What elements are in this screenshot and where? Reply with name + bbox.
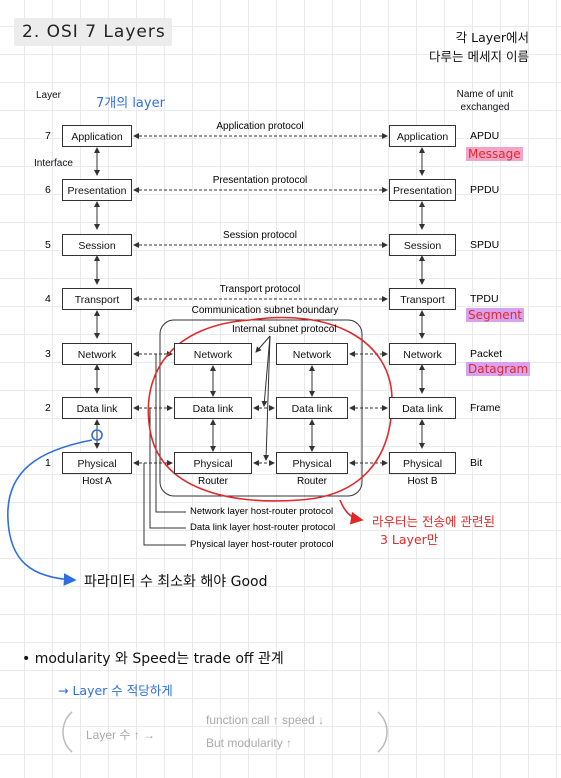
router-2-data-link: Data link — [276, 397, 348, 419]
layer-number: 6 — [45, 184, 51, 196]
unit-bit: Bit — [470, 457, 483, 469]
legend-physical-host-router: Physical layer host-router protocol — [190, 539, 334, 550]
host-a-session: Session — [62, 234, 132, 256]
bullet-tradeoff: • modularity 와 Speed는 trade off 관계 — [22, 651, 284, 667]
layer-number: 4 — [45, 293, 51, 305]
internal-subnet-protocol-label: Internal subnet protocol — [232, 324, 337, 335]
layer-number: 5 — [45, 239, 51, 251]
page-title: 2. OSI 7 Layers — [14, 18, 172, 46]
router-highlight-circle — [147, 316, 393, 502]
unit-spdu: SPDU — [470, 239, 500, 251]
subnet-boundary-label: Communication subnet boundary — [191, 305, 339, 316]
layer-number: 1 — [45, 457, 51, 469]
router-1-network: Network — [174, 343, 252, 365]
legend-network-host-router: Network layer host-router protocol — [190, 506, 334, 517]
unit-packet: Packet — [470, 348, 503, 360]
session-protocol-label: Session protocol — [223, 230, 297, 241]
layer-number: 3 — [45, 348, 51, 360]
note-segment: Segment — [466, 308, 524, 322]
host-a-network: Network — [62, 343, 132, 365]
host-b-label: Host B — [407, 476, 438, 487]
host-b-transport: Transport — [389, 288, 456, 310]
layer-header: Layer — [36, 90, 62, 101]
layer-number: 2 — [45, 402, 51, 414]
host-b-presentation: Presentation — [389, 179, 456, 201]
transport-protocol-label: Transport protocol — [219, 284, 301, 295]
bullet-dot: • — [22, 651, 31, 667]
router-2-physical: Physical — [276, 452, 348, 474]
unit-ppdu: PPDU — [470, 184, 500, 196]
host-b-network: Network — [389, 343, 456, 365]
note-message-name: 각 Layer에서 다루는 메세지 이름 — [429, 30, 529, 64]
unit-apdu: APDU — [470, 130, 500, 142]
interface-label: Interface — [34, 158, 73, 169]
router-1-physical: Physical — [174, 452, 252, 474]
note-layer-count: → Layer 수 적당하게 — [58, 683, 173, 698]
host-b-application: Application — [389, 125, 456, 147]
note-7-layers: 7개의 layer — [96, 96, 165, 111]
router-1-data-link: Data link — [174, 397, 252, 419]
router-2-label: Router — [296, 476, 327, 487]
application-protocol-label: Application protocol — [216, 121, 304, 132]
router-1-label: Router — [197, 476, 228, 487]
note-speed-down: function call ↑ speed ↓ — [206, 713, 325, 727]
note-datagram: Datagram — [466, 362, 531, 376]
host-a-physical: Physical — [62, 452, 132, 474]
host-a-presentation: Presentation — [62, 179, 132, 201]
note-modularity-up: But modularity ↑ — [206, 736, 293, 750]
host-a-application: Application — [62, 125, 132, 147]
legend-data-link-host-router: Data link layer host-router protocol — [190, 522, 336, 533]
host-a-data-link: Data link — [62, 397, 132, 419]
presentation-protocol-label: Presentation protocol — [212, 175, 308, 186]
router-2-network: Network — [276, 343, 348, 365]
unit-header: Name of unit exchanged — [456, 89, 514, 113]
note-router-layers: 라우터는 전송에 관련된 3 Layer만 — [372, 514, 495, 547]
host-b-data-link: Data link — [389, 397, 456, 419]
host-b-session: Session — [389, 234, 456, 256]
host-a-label: Host A — [82, 476, 112, 487]
host-b-physical: Physical — [389, 452, 456, 474]
note-message: Message — [466, 147, 523, 161]
layer-number: 7 — [45, 130, 51, 142]
note-minimize-params: 파라미터 수 최소화 해야 Good — [84, 574, 268, 590]
unit-tpdu: TPDU — [470, 293, 499, 305]
unit-frame: Frame — [470, 402, 501, 414]
host-a-transport: Transport — [62, 288, 132, 310]
note-layer-up: Layer 수 ↑ → — [86, 728, 156, 742]
